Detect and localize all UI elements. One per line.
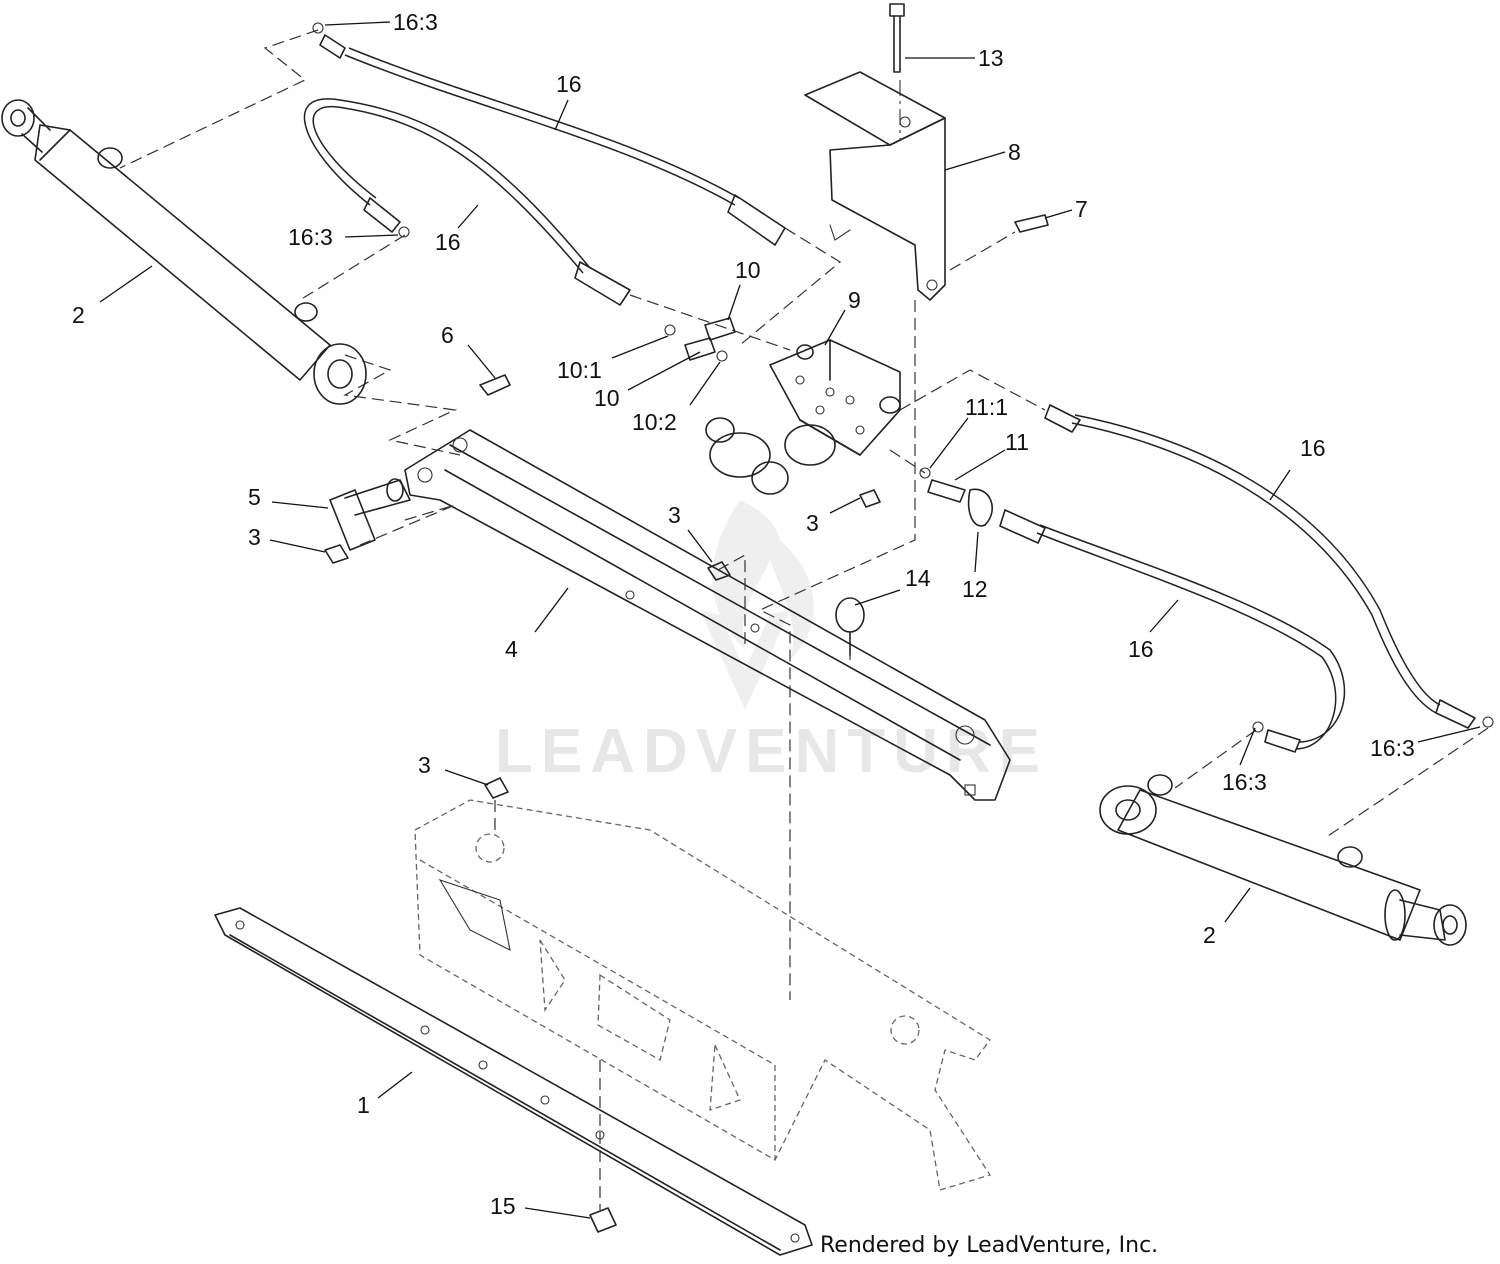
callout-16-right-lower: 16 [1128, 636, 1154, 662]
callout-3-left: 3 [248, 524, 261, 550]
callout-16-3-right-inner: 16:3 [1222, 769, 1267, 795]
carriage-bolt-14[interactable] [835, 597, 865, 656]
callout-labels: 16:3 13 16 8 7 16:3 16 2 10 9 6 10:1 10 … [72, 9, 1415, 1219]
callout-10-lower: 10 [594, 385, 620, 411]
callout-11-1: 11:1 [965, 394, 1008, 420]
hose-right-a[interactable] [1074, 414, 1441, 706]
callout-10-1: 10:1 [557, 357, 602, 383]
nut-15[interactable] [589, 1207, 617, 1233]
watermark: LEADVENTURE [495, 500, 1048, 786]
bolt[interactable] [889, 3, 905, 73]
callout-16-3-top: 16:3 [393, 9, 438, 35]
fittings[interactable] [664, 317, 994, 527]
callout-4: 4 [505, 636, 518, 662]
callout-8: 8 [1008, 139, 1021, 165]
credit-text: Rendered by LeadVenture, Inc. [820, 1233, 1158, 1258]
bolt-6[interactable] [479, 374, 511, 396]
callout-16-3-left: 16:3 [288, 224, 333, 250]
nut-3-c[interactable] [859, 489, 881, 508]
hose-right-b[interactable] [1039, 524, 1346, 743]
hose-upper-a[interactable] [344, 54, 736, 206]
callout-16-right-upper: 16 [1300, 435, 1326, 461]
callout-5: 5 [248, 484, 261, 510]
callout-16-middle: 16 [435, 229, 461, 255]
callout-13: 13 [978, 45, 1004, 71]
callout-2-left: 2 [72, 302, 85, 328]
callout-16-upper: 16 [556, 71, 582, 97]
callout-3-frame: 3 [418, 752, 431, 778]
callout-12: 12 [962, 576, 988, 602]
callout-7: 7 [1075, 196, 1088, 222]
nut-3-b[interactable] [707, 561, 731, 581]
callout-3-center: 3 [668, 502, 681, 528]
hose-upper-b[interactable] [303, 98, 591, 269]
watermark-text: LEADVENTURE [495, 717, 1048, 786]
callout-9: 9 [848, 287, 861, 313]
callout-1: 1 [357, 1092, 370, 1118]
callout-10-2: 10:2 [632, 409, 677, 435]
callout-11: 11 [1005, 429, 1029, 455]
nut-3-d[interactable] [484, 777, 509, 799]
hydraulic-hoses[interactable] [303, 22, 1494, 753]
callout-leaders [99, 21, 1481, 1219]
assembly-lines [119, 29, 1489, 1210]
callout-6: 6 [441, 322, 454, 348]
callout-14: 14 [905, 565, 931, 591]
mounting-bracket[interactable] [804, 71, 946, 301]
pin[interactable] [329, 478, 411, 551]
callout-15: 15 [490, 1193, 516, 1219]
nut-3-a[interactable] [324, 544, 349, 564]
callout-3-valve: 3 [806, 510, 819, 536]
support-bar[interactable] [214, 907, 813, 1256]
frame-phantom [414, 799, 992, 1191]
hydraulic-cylinder-left[interactable] [1, 99, 367, 405]
lift-arm[interactable] [404, 429, 1011, 801]
callout-2-right: 2 [1203, 922, 1216, 948]
hydraulic-cylinder-right[interactable] [1099, 774, 1467, 946]
callout-16-3-right-outer: 16:3 [1370, 735, 1415, 761]
bolt-7[interactable] [1014, 214, 1049, 233]
valve-block[interactable] [705, 339, 901, 495]
callout-10-upper: 10 [735, 257, 761, 283]
watermark-flame-icon [700, 500, 814, 710]
